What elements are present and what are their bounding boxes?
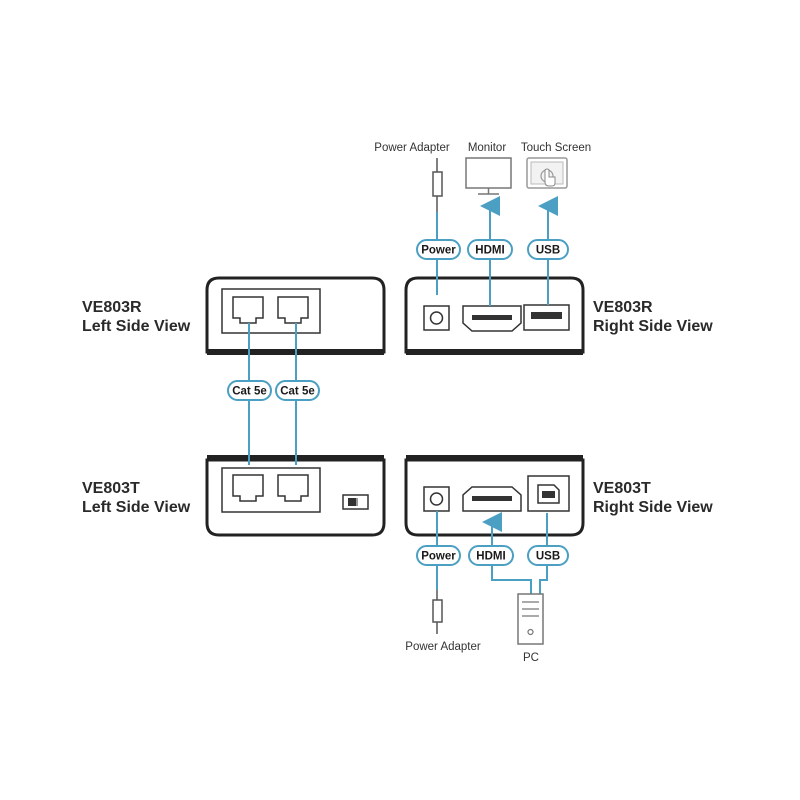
svg-text:HDMI: HDMI [476, 551, 505, 563]
touch-screen-label: Touch Screen [521, 142, 591, 154]
ve803t-right-label: VE803T Right Side View [593, 480, 713, 516]
cable-label-rx-power: Power [416, 239, 461, 260]
svg-text:Power: Power [421, 551, 456, 563]
rj45-port-icon [232, 474, 264, 502]
switch-icon [342, 494, 369, 510]
hdmi-port-icon [462, 305, 522, 332]
ve803t-left-device [205, 455, 386, 537]
cable-label-cat5e-a: Cat 5e [227, 380, 272, 401]
usb-b-port-icon [527, 475, 570, 512]
pc-label: PC [523, 652, 539, 664]
svg-text:Cat 5e: Cat 5e [232, 386, 267, 398]
cable-label-tx-hdmi: HDMI [468, 545, 514, 566]
rj45-port-icon [277, 296, 309, 324]
cable-label-rx-usb: USB [527, 239, 569, 260]
hdmi-port-icon [462, 486, 522, 512]
power-plug-icon [432, 158, 443, 212]
svg-text:Cat 5e: Cat 5e [280, 386, 315, 398]
ve803r-right-label: VE803R Right Side View [593, 299, 713, 335]
cable-label-cat5e-b: Cat 5e [275, 380, 320, 401]
pc-tower-icon [517, 593, 544, 645]
ve803r-right-device [404, 276, 585, 355]
monitor-icon [465, 157, 512, 195]
cable-label-tx-power: Power [416, 545, 461, 566]
svg-text:HDMI: HDMI [475, 245, 504, 257]
power-plug-icon [432, 590, 443, 634]
ve803t-left-label: VE803T Left Side View [82, 480, 191, 516]
ve803r-left-label: VE803R Left Side View [82, 299, 191, 335]
usb-a-port-icon [523, 304, 570, 331]
rj45-port-icon [277, 474, 309, 502]
touch-screen-icon [526, 157, 568, 189]
ve803t-right-device [404, 455, 585, 537]
rx-power-adapter-label: Power Adapter [374, 142, 450, 154]
svg-text:USB: USB [536, 245, 560, 257]
svg-text:USB: USB [536, 551, 560, 563]
dc-jack-icon [423, 305, 450, 331]
cable-label-tx-usb: USB [527, 545, 569, 566]
monitor-label: Monitor [468, 142, 507, 154]
tx-power-adapter-label: Power Adapter [405, 641, 481, 653]
rj45-port-icon [232, 296, 264, 324]
cable-label-rx-hdmi: HDMI [467, 239, 513, 260]
svg-text:Power: Power [421, 245, 456, 257]
